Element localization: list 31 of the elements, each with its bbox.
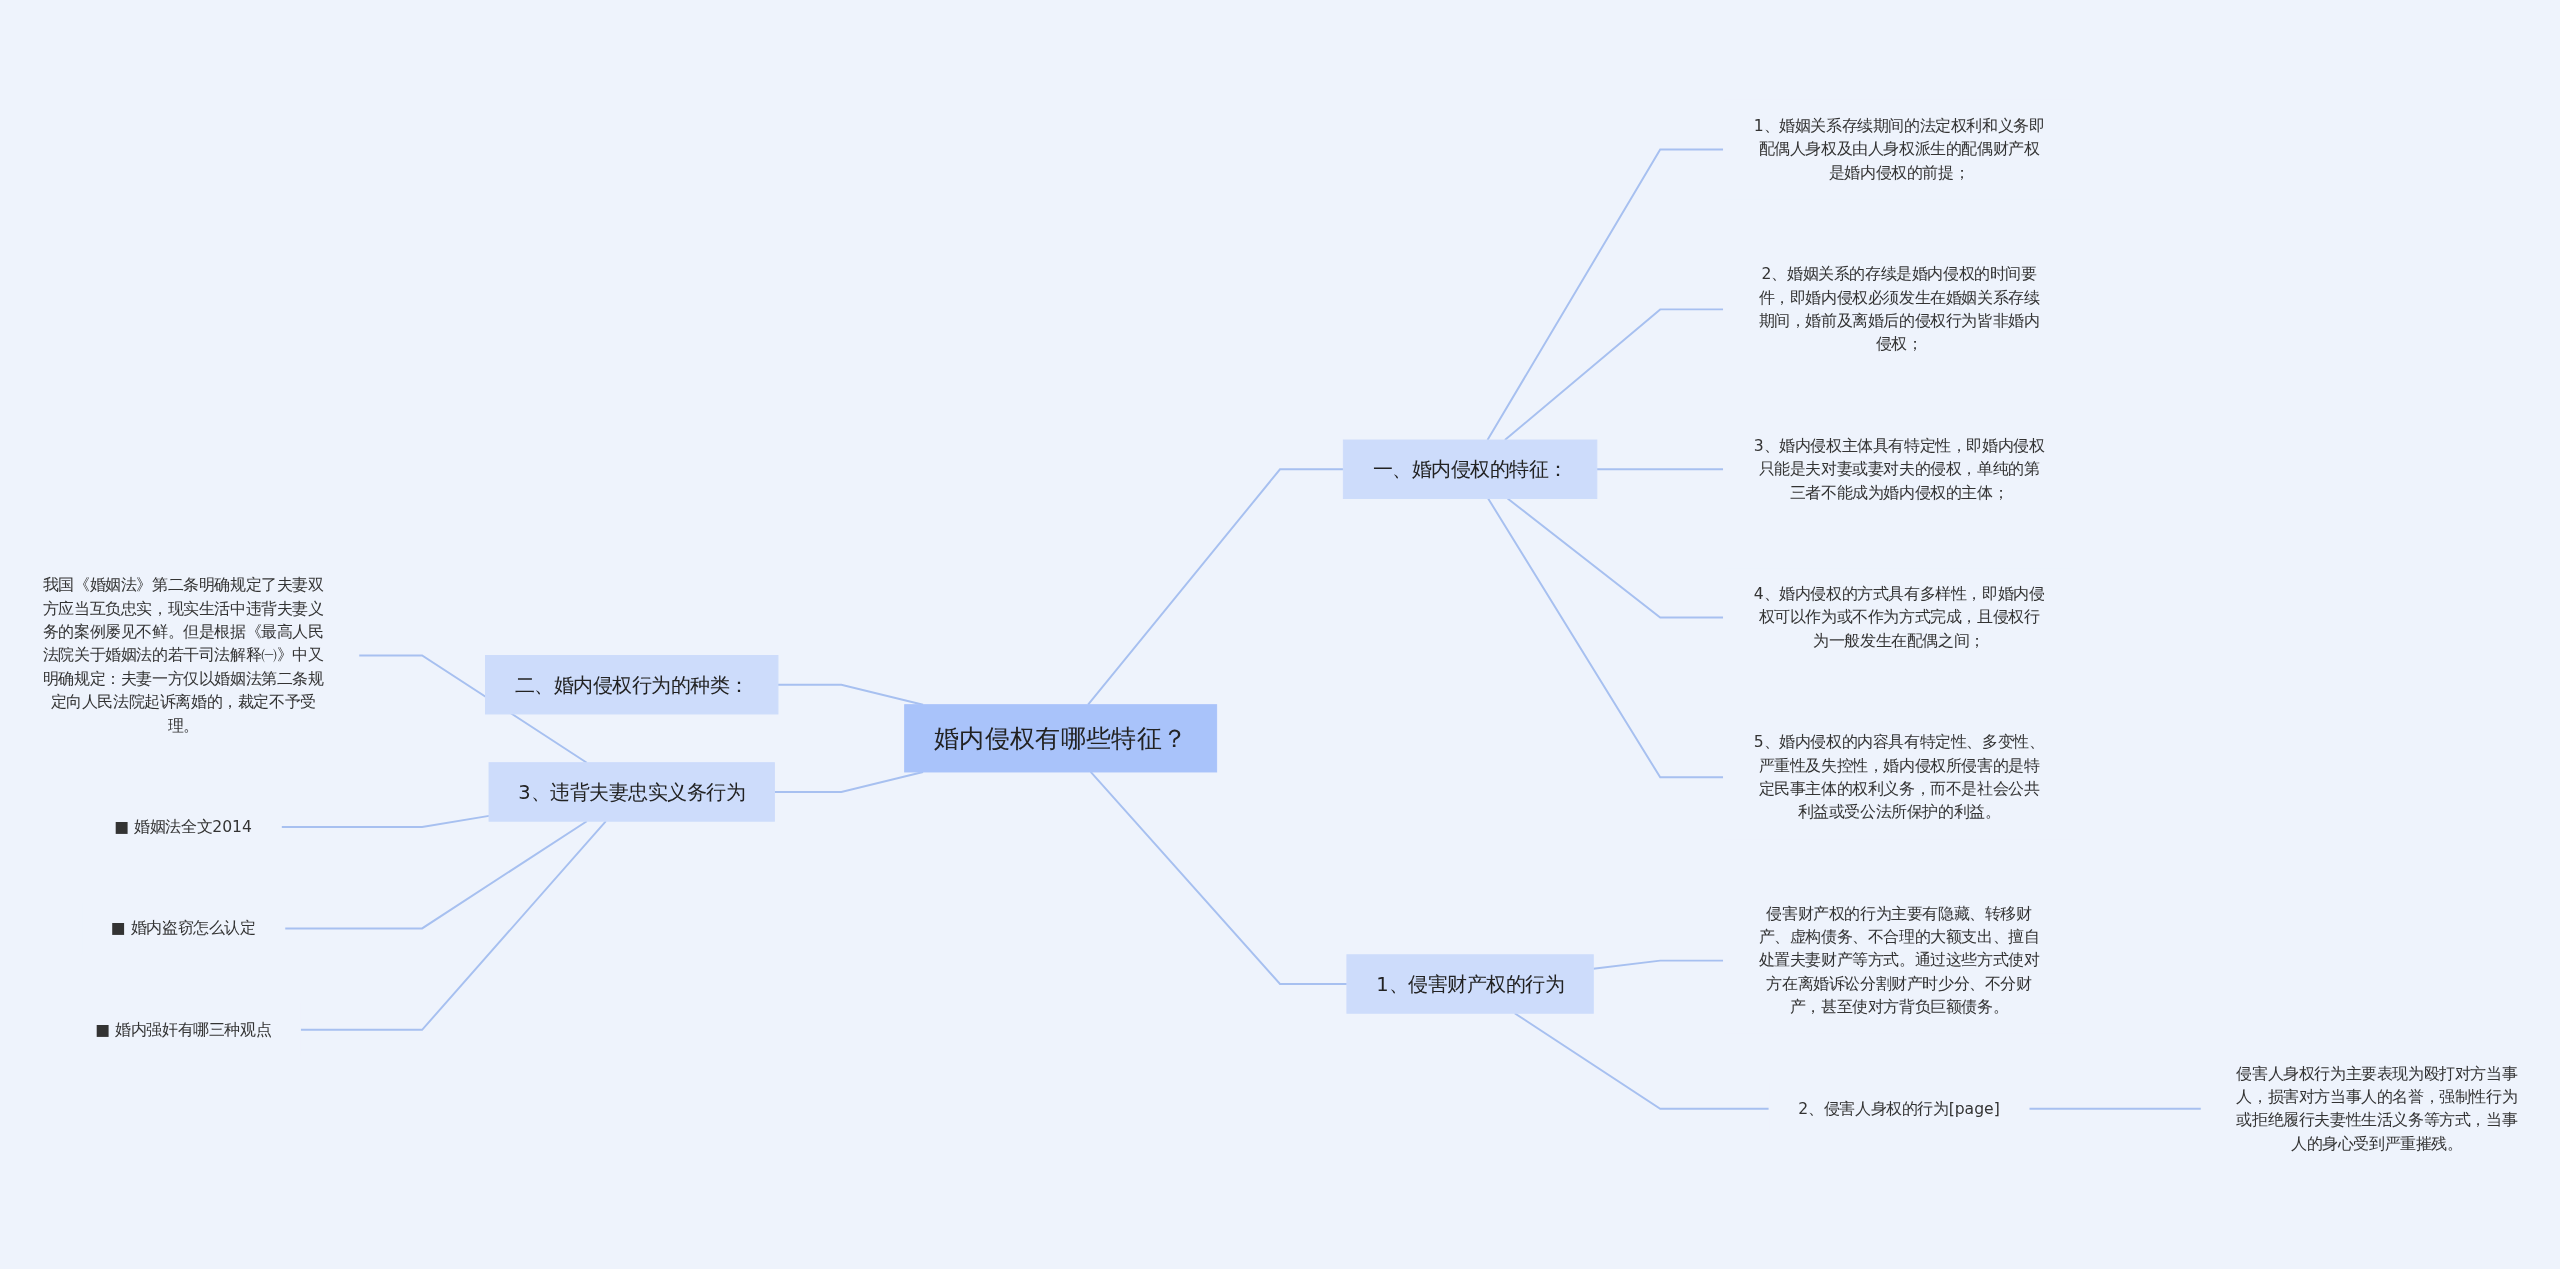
- node-text: ■ 婚姻法全文2014: [114, 816, 252, 836]
- node-text: 3、婚内侵权主体具有特定性，即婚内侵权只能是夫对妻或妻对夫的侵权，单纯的第三者不能成为婚内侵权的主体；: [1753, 435, 2045, 501]
- node-text: 1、婚姻关系存续期间的法定权利和义务即配偶人身权及由人身权派生的配偶财产权是婚内侵权的前提；: [1753, 115, 2045, 182]
- node-text: 侵害财产权的行为主要有隐藏、转移财产、虚构债务、不合理的大额支出、擅自处置夫妻财产等方式。通过这些方式使对方在离婚诉讼分割财产时少分、不分财产，甚至使对方背负巨额债务。: [1758, 903, 2040, 1016]
- node-text: ■ 婚内盗窃怎么认定: [111, 918, 256, 937]
- node-box: 1、侵害财产权的行为: [1346, 953, 1594, 1014]
- node-text: ■ 婚内强奸有哪三种观点: [95, 1019, 272, 1039]
- node-box: 一、婚内侵权的特征：: [1342, 439, 1598, 499]
- connector: [357, 654, 588, 764]
- node-text: 5、婚内侵权的内容具有特定性、多变性、严重性及失控性，婚内侵权所侵害的是特定民事主体的权利义务，而不是社会公共利益或受公法所保护的利益。: [1753, 731, 2045, 821]
- connector: [2028, 1107, 2203, 1110]
- connector: [1089, 770, 1348, 985]
- node-text: 侵害人身权行为主要表现为殴打对方当事人，损害对方当事人的名誉，强制性行为或拒绝履行夫妻性生活义务等方式，当事人的身心受到严重摧残。: [2236, 1063, 2518, 1153]
- connector: [1513, 1011, 1771, 1110]
- connector: [283, 819, 588, 929]
- node-text: 我国《婚姻法》第二条明确规定了夫妻双方应当互负忠实，现实生活中违背夫妻义务的案例屡见不鲜。但是根据《最高人民法院关于婚姻法的若干司法解释㈠》中又明确规定：夫妻一方仅以婚姻法第二条规定向人民法院起诉离婚的，裁定不予受理。: [42, 575, 324, 734]
- node-box: 3、违背夫妻忠实义务行为: [488, 761, 775, 822]
- node-text: 2、侵害人身权的行为[page]: [1798, 1098, 2000, 1118]
- node-text: 4、婚内侵权的方式具有多样性，即婚内侵权可以作为或不作为方式完成，且侵权行为一般发生在配偶之间；: [1753, 583, 2045, 650]
- node-text: 2、婚姻关系的存续是婚内侵权的时间要件，即婚内侵权必须发生在婚姻关系存续期间，婚前及离婚后的侵权行为皆非婚内侵权；: [1758, 264, 2040, 353]
- connector: [280, 814, 490, 828]
- connector: [299, 819, 607, 1031]
- connector: [1486, 148, 1725, 441]
- connector: [1503, 307, 1725, 441]
- connector: [1087, 467, 1345, 706]
- node-box: 婚内侵权有哪些特征？: [904, 703, 1218, 772]
- connector: [1592, 959, 1725, 970]
- connector: [1506, 497, 1725, 618]
- connector: [1487, 497, 1725, 778]
- node-box: 二、婚内侵权行为的种类：: [485, 654, 779, 714]
- connector: [1595, 467, 1725, 470]
